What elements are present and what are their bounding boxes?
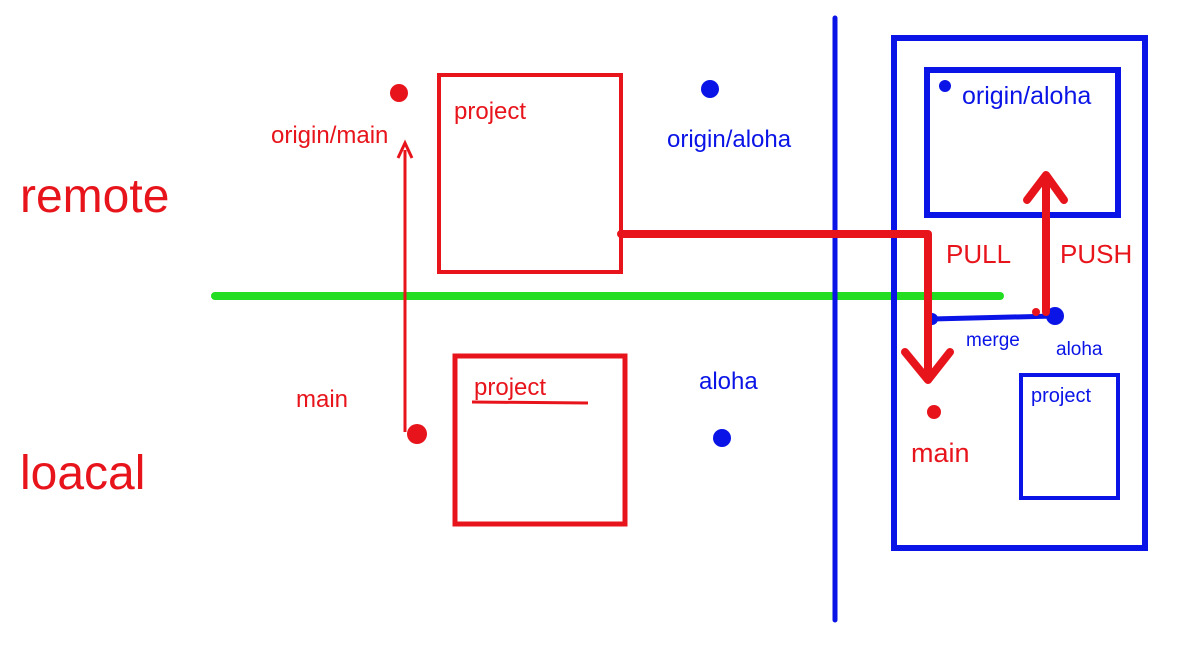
push-arrowhead bbox=[1023, 171, 1068, 204]
pull-label: PULL bbox=[946, 239, 1012, 269]
merge-label: merge bbox=[966, 330, 1020, 351]
right-panel-box bbox=[891, 35, 1148, 551]
origin-main-label: origin/main bbox=[271, 122, 389, 149]
remote-project-label: project bbox=[454, 98, 527, 125]
main-dot bbox=[407, 424, 427, 444]
main-right-label: main bbox=[911, 438, 970, 468]
local-project-box bbox=[452, 353, 628, 527]
push-label: PUSH bbox=[1060, 239, 1133, 269]
pull-arrowhead bbox=[901, 348, 954, 384]
push-main-arrowhead bbox=[396, 139, 414, 159]
aloha-right-label: aloha bbox=[1056, 339, 1103, 360]
remote-project-box bbox=[437, 73, 623, 274]
push-start-dot bbox=[1032, 308, 1040, 316]
origin-aloha-dot bbox=[701, 80, 719, 98]
origin-main-dot bbox=[390, 84, 408, 102]
main-right-dot bbox=[927, 405, 941, 419]
remote-label: remote bbox=[20, 170, 170, 223]
pull-path bbox=[617, 230, 932, 382]
aloha-left-label: aloha bbox=[699, 368, 758, 395]
origin-aloha-inner-dot bbox=[939, 80, 951, 92]
aloha-right-dot bbox=[1046, 307, 1064, 325]
merge-line bbox=[931, 313, 1056, 322]
origin-aloha-left-label: origin/aloha bbox=[667, 126, 792, 153]
origin-aloha-right-label: origin/aloha bbox=[962, 82, 1092, 110]
local-project-label: project bbox=[474, 374, 547, 401]
right-project-box bbox=[1019, 373, 1120, 500]
local-project-underline bbox=[471, 400, 589, 405]
aloha-dot bbox=[713, 429, 731, 447]
local-label: loacal bbox=[20, 447, 146, 500]
main-left-label: main bbox=[296, 386, 349, 413]
right-project-label: project bbox=[1031, 385, 1092, 407]
origin-aloha-box bbox=[924, 67, 1121, 218]
